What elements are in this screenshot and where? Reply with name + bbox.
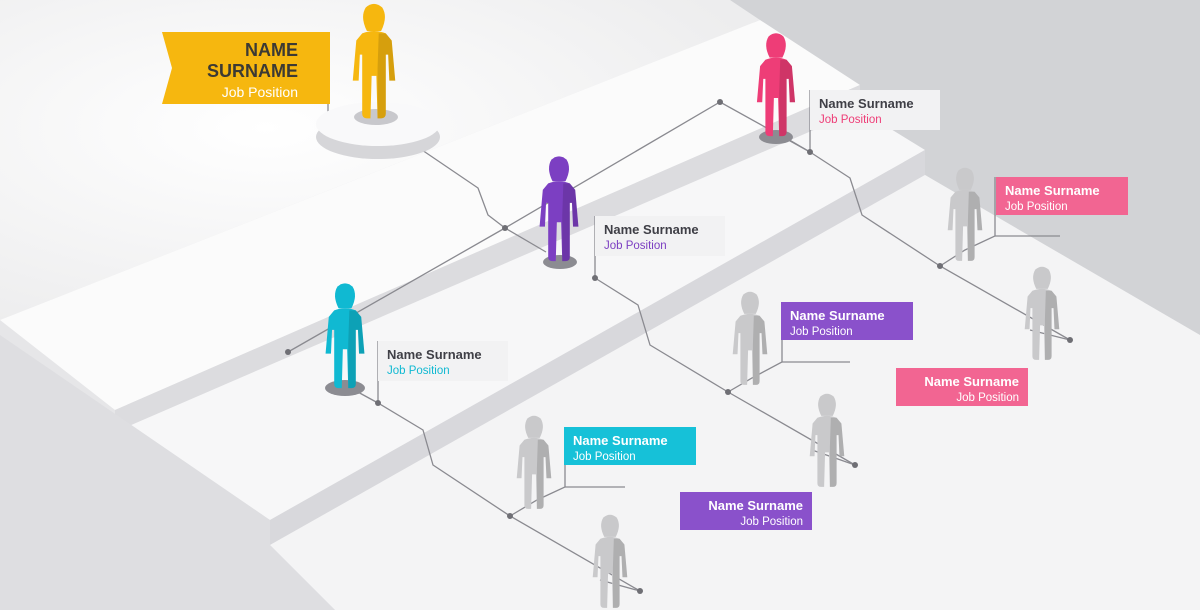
root-name-banner: NAME SURNAME Job Position <box>162 32 330 104</box>
step-1-riser <box>115 85 860 432</box>
cyan-subordinate-name-1: Name Surname <box>573 433 668 448</box>
purple-person-position: Job Position <box>604 240 667 252</box>
root-figure-shadow <box>354 109 398 125</box>
pink-person-name: Name Surname <box>819 96 914 111</box>
cyan-subordinate-position-1: Job Position <box>573 451 636 463</box>
cyan-person-label: Name Surname Job Position <box>378 341 508 381</box>
purple-subordinate-position-2: Job Position <box>740 516 803 528</box>
step-2-top <box>115 110 925 520</box>
pink-subordinate-name-1: Name Surname <box>1005 183 1100 198</box>
purple-subordinate-name-2: Name Surname <box>708 498 803 513</box>
pink-subordinate-position-2: Job Position <box>956 392 1019 404</box>
cyan-person-position: Job Position <box>387 365 450 377</box>
step-1-top <box>0 20 860 410</box>
lower-left-floor <box>0 335 335 610</box>
root-name-line-2: SURNAME <box>206 61 298 81</box>
root-job-position: Job Position <box>221 84 298 100</box>
pink-person-label: Name Surname Job Position <box>810 90 940 130</box>
cyan-figure-shadow <box>325 380 365 396</box>
pink-subordinate-label-1: Name Surname Job Position <box>996 177 1128 215</box>
purple-figure-shadow <box>543 255 577 269</box>
cyan-subordinate-label-1: Name Surname Job Position <box>564 427 696 465</box>
purple-subordinate-label-2: Name Surname Job Position <box>680 492 812 530</box>
pink-figure-shadow <box>759 130 793 144</box>
cyan-person-name: Name Surname <box>387 347 482 362</box>
pink-subordinate-label-2: Name Surname Job Position <box>896 368 1028 406</box>
root-name-line-1: NAME <box>245 40 298 60</box>
step-2-riser <box>270 150 925 545</box>
purple-person-label: Name Surname Job Position <box>595 216 725 256</box>
purple-person-name: Name Surname <box>604 222 699 237</box>
step-3-top <box>270 175 1200 610</box>
purple-subordinate-label-1: Name Surname Job Position <box>781 302 913 340</box>
pink-subordinate-name-2: Name Surname <box>924 374 1019 389</box>
purple-subordinate-position-1: Job Position <box>790 326 853 338</box>
pink-person-position: Job Position <box>819 114 882 126</box>
pink-subordinate-position-1: Job Position <box>1005 201 1068 213</box>
connector-nodes <box>285 99 1073 594</box>
purple-subordinate-name-1: Name Surname <box>790 308 885 323</box>
